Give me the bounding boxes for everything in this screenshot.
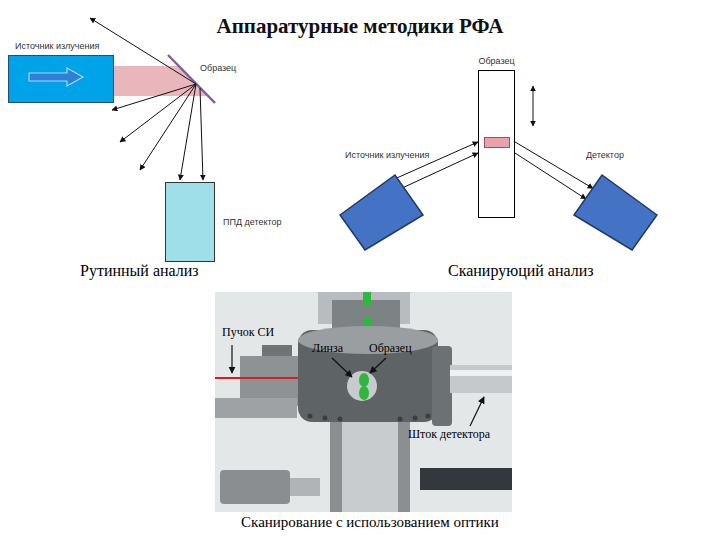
node-label: Детектор xyxy=(586,150,624,160)
sample-plate xyxy=(168,55,215,103)
detector-box: Детектор xyxy=(570,168,662,253)
scan-motion-arrow xyxy=(533,86,534,126)
sample-label: Образец xyxy=(200,63,236,73)
detector-box: ППД детектор xyxy=(165,182,215,262)
radiation-source: Источник излучения xyxy=(8,55,114,103)
figure-caption: Сканируюций анализ xyxy=(448,262,594,280)
part-label: Шток детектора xyxy=(408,428,490,442)
part-label: Линза xyxy=(312,342,343,356)
part-label: Образец xyxy=(369,342,412,356)
optics-setup-illustration xyxy=(215,292,512,512)
node-label: Образец xyxy=(478,56,514,66)
figure-caption: Рутинный анализ xyxy=(80,262,199,280)
sample-holder: Образец xyxy=(478,70,515,218)
figure-caption: Сканирование с использованием оптики xyxy=(241,514,499,531)
radiation-source: Источник излучения xyxy=(335,168,427,253)
node-label: Источник излучения xyxy=(345,150,429,160)
page-title: Аппаратурные методики РФА xyxy=(0,14,720,39)
rotated-box-outline xyxy=(335,168,427,253)
sample-spot xyxy=(484,137,510,148)
arrow-symbol xyxy=(9,56,115,104)
node-label: Источник излучения xyxy=(15,41,99,51)
part-label: Пучок СИ xyxy=(222,326,274,340)
node-label: ППД детектор xyxy=(223,217,282,227)
beam-connector xyxy=(515,142,593,188)
rotated-box-outline xyxy=(570,168,662,253)
